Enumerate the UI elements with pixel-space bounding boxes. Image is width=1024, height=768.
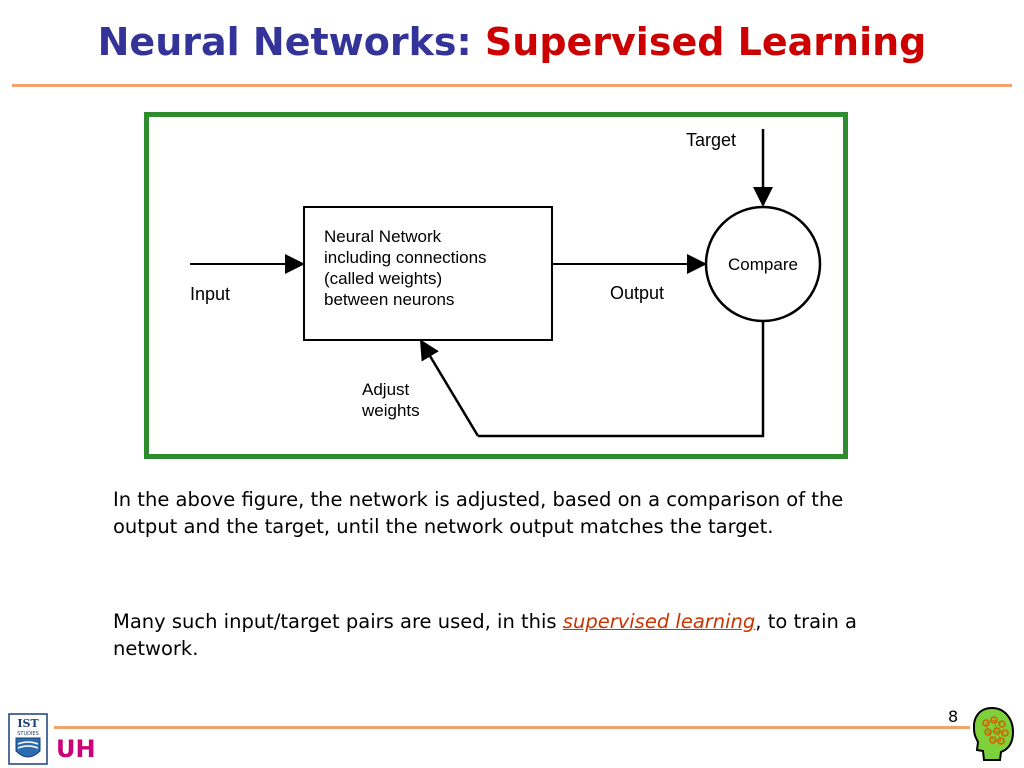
neural-network-box (303, 206, 553, 341)
compare-label: Compare (728, 255, 798, 274)
paragraph-adjustment: In the above figure, the network is adju… (113, 488, 844, 538)
feedback-path (478, 321, 765, 438)
title-part-supervised-learning: Supervised Learning (484, 20, 927, 64)
slide-title: Neural Networks: Supervised Learning (0, 20, 1024, 64)
title-part-neural-networks: Neural Networks: (97, 20, 472, 64)
nn-box-line-3: (called weights) (324, 269, 442, 288)
nn-box-line-4: between neurons (324, 290, 454, 309)
supervised-learning-term: supervised learning (562, 610, 756, 633)
ist-logo: IST STUDIES (8, 713, 48, 765)
output-label: Output (610, 283, 664, 303)
paragraph2-before: Many such input/target pairs are used, i… (113, 610, 563, 633)
page-number: 8 (948, 707, 959, 726)
adjust-weights-arrow (419, 339, 480, 437)
paragraph-training: Many such input/target pairs are used, i… (113, 608, 913, 662)
uh-logo: UH (56, 735, 96, 763)
svg-text:UH: UH (56, 735, 96, 763)
target-label: Target (686, 130, 736, 150)
nn-box-line-2: including connections (324, 248, 487, 267)
adjust-label-line-2: weights (361, 401, 420, 420)
adjust-label-line-1: Adjust (362, 380, 410, 399)
svg-text:STUDIES: STUDIES (17, 731, 39, 737)
paragraph2-after: , to train a network. (113, 610, 858, 660)
green-head-logo (972, 706, 1015, 761)
bottom-divider (54, 726, 970, 729)
top-divider (12, 84, 1012, 87)
nn-box-line-1: Neural Network (324, 227, 442, 246)
input-label: Input (190, 284, 230, 304)
supervised-learning-diagram: Target Input Neural Network including co… (144, 112, 848, 459)
svg-text:IST: IST (17, 717, 39, 730)
